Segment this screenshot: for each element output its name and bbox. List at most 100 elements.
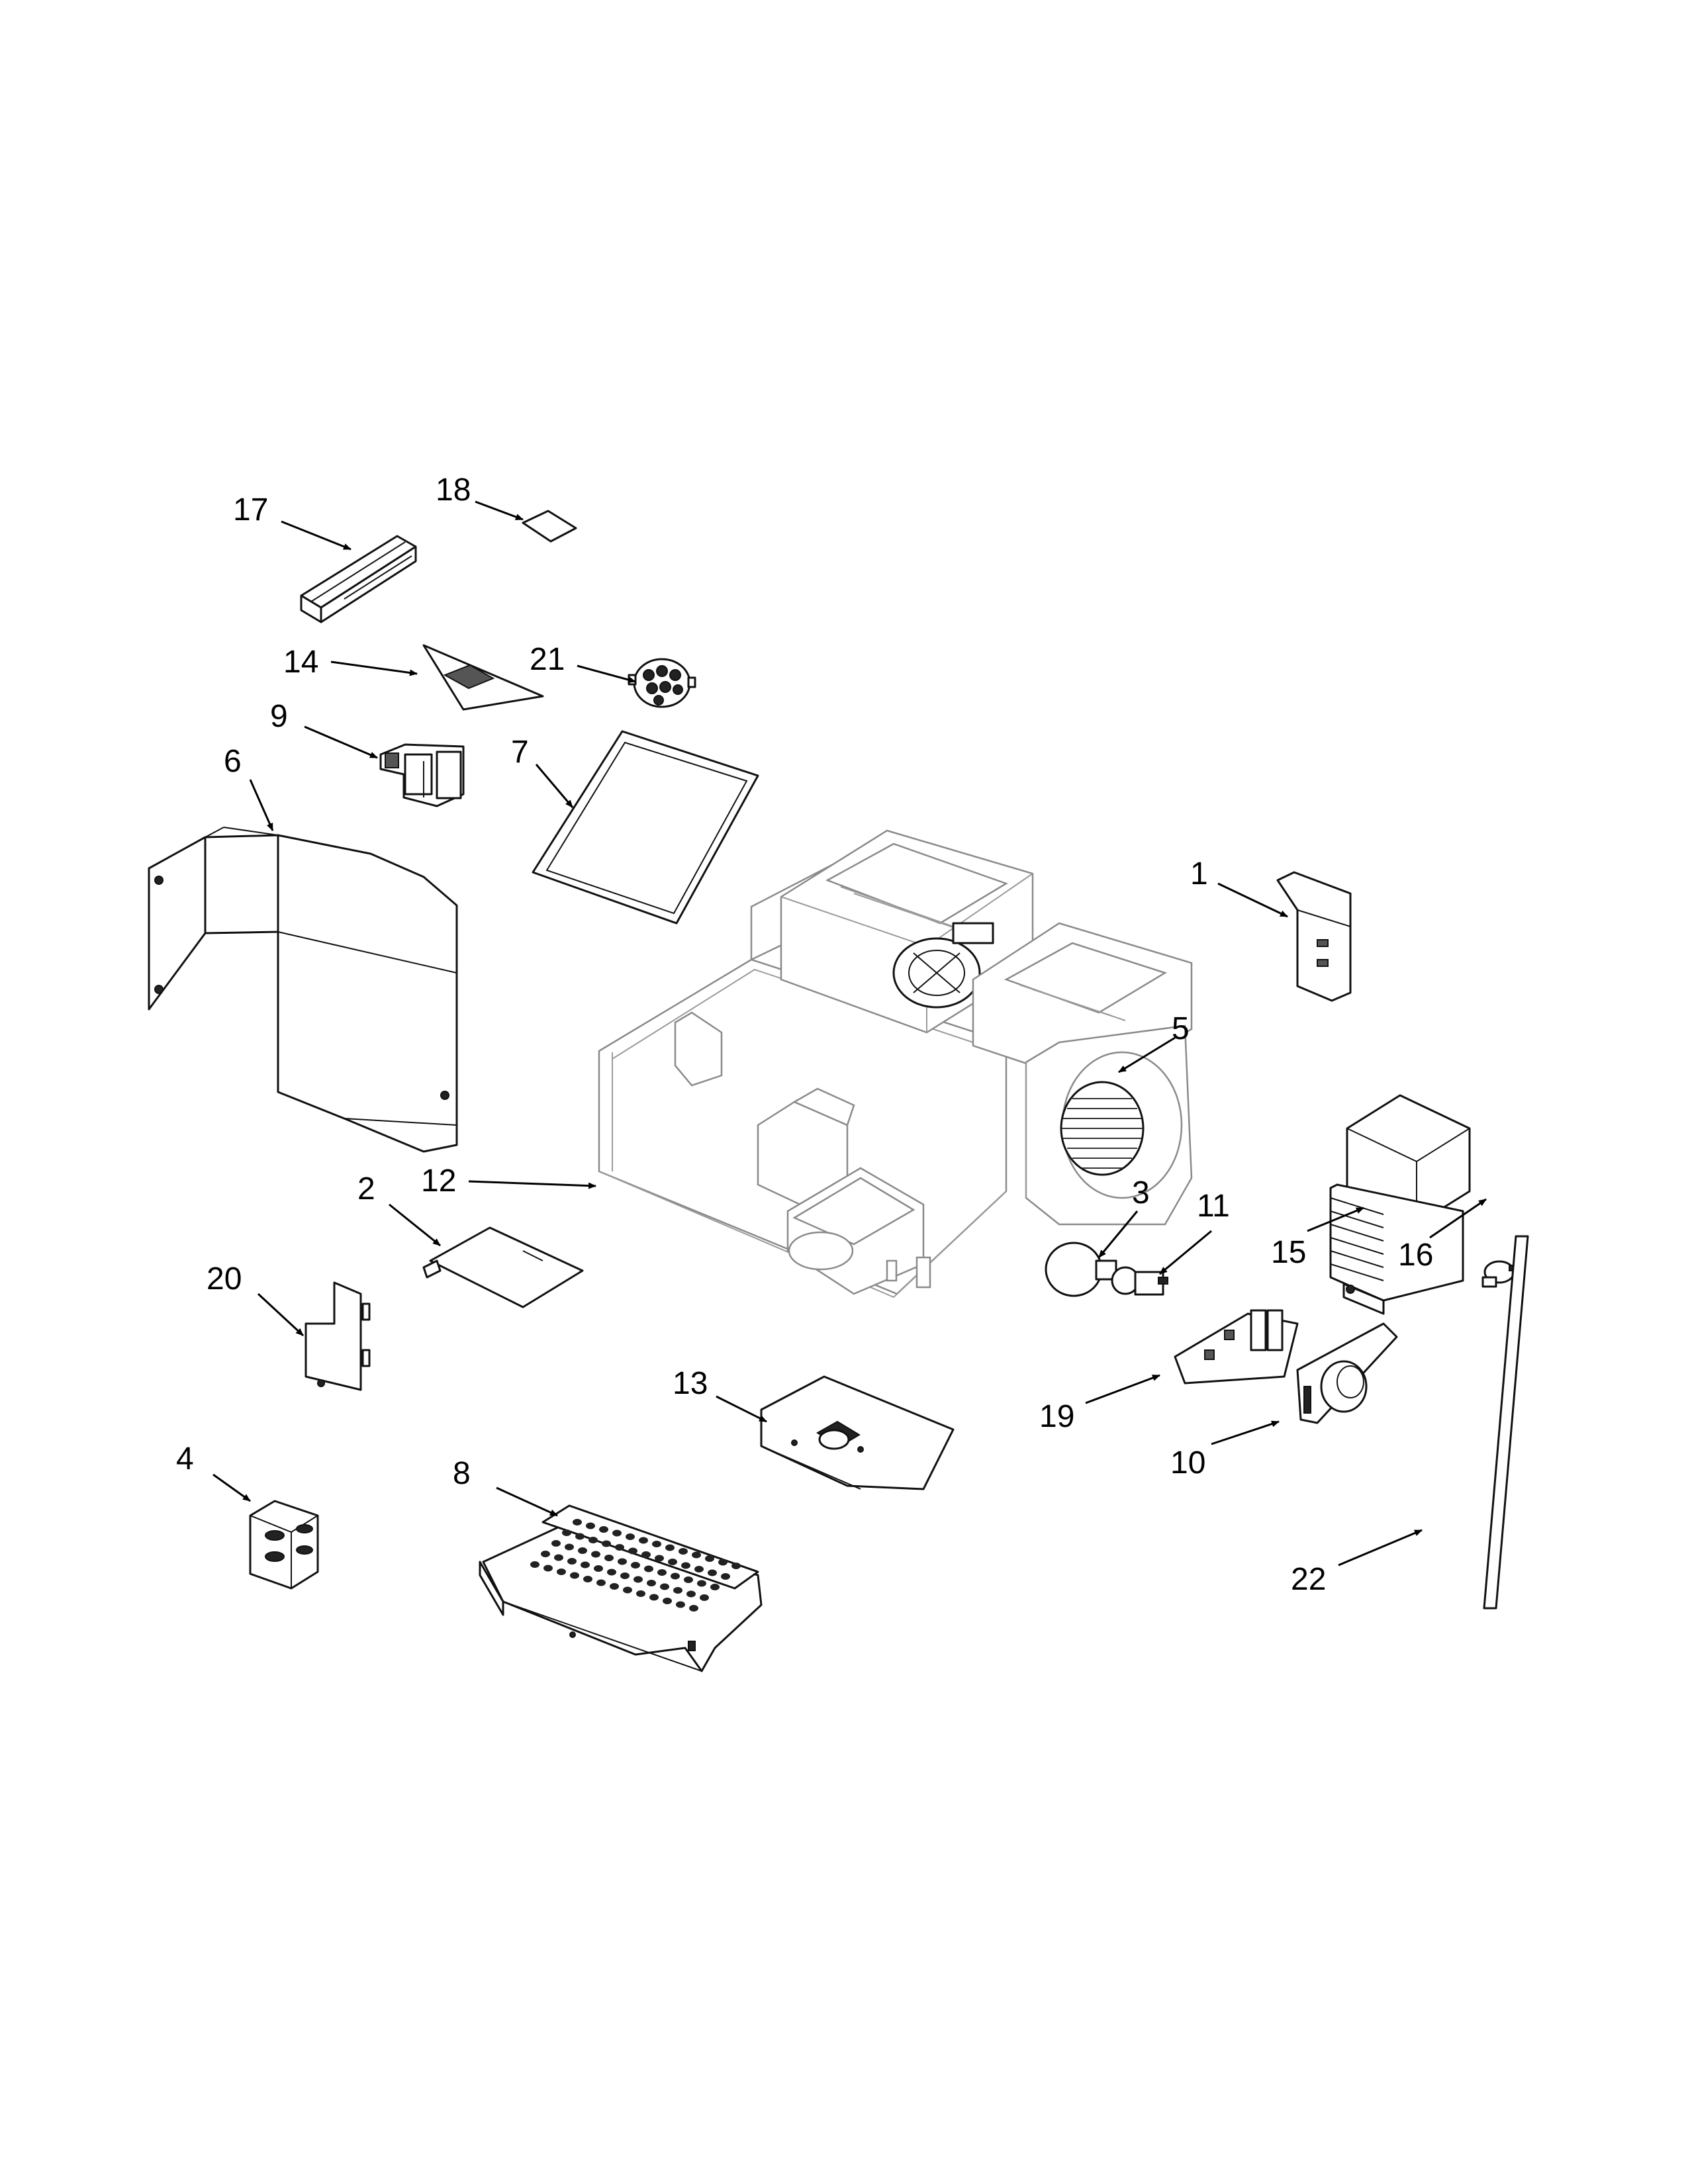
callout-2: 2 [357, 1171, 375, 1206]
grille-hole [615, 1544, 624, 1551]
part-10-fan-plate [1296, 1322, 1398, 1424]
grille-hole [604, 1555, 614, 1561]
grille-hole [596, 1579, 606, 1586]
part-22-rod [1483, 1235, 1529, 1610]
leader-9 [304, 725, 378, 759]
callout-leaders [212, 500, 1487, 1567]
grille-hole [562, 1529, 571, 1536]
part-8-vent-grille [479, 1504, 763, 1672]
grille-hole [681, 1562, 690, 1569]
grille-hole [694, 1566, 704, 1572]
grille-hole [626, 1533, 635, 1540]
grille-hole [671, 1572, 680, 1580]
grille-hole [583, 1576, 592, 1582]
grille-hole [676, 1601, 685, 1608]
grille-hole [602, 1540, 611, 1547]
leader-18 [475, 500, 524, 521]
callout-6: 6 [224, 744, 242, 779]
grille-hole [663, 1598, 672, 1604]
leader-21 [577, 664, 636, 683]
leader-11 [1159, 1230, 1212, 1275]
grille-hole [554, 1554, 563, 1561]
grille-hole [655, 1555, 664, 1562]
grille-hole [618, 1558, 627, 1565]
leader-7 [535, 764, 574, 808]
part-8-grille-holes [530, 1519, 741, 1612]
callout-4: 4 [176, 1441, 194, 1477]
grille-hole [689, 1605, 698, 1612]
grille-hole [578, 1547, 587, 1554]
grille-hole [647, 1580, 656, 1586]
part-19-circuit-board [1174, 1309, 1299, 1385]
grille-hole [660, 1583, 669, 1590]
callout-13: 13 [673, 1366, 708, 1401]
grille-hole [708, 1569, 717, 1576]
grille-hole [710, 1584, 720, 1590]
part-14-panel [422, 644, 544, 711]
part-9-bracket [379, 743, 465, 807]
part-17-shroud [300, 535, 417, 623]
grille-hole [567, 1558, 577, 1565]
callout-18: 18 [436, 473, 471, 508]
callout-16: 16 [1398, 1238, 1433, 1273]
grille-hole [565, 1543, 574, 1551]
grille-hole [628, 1547, 637, 1555]
grille-hole [665, 1544, 675, 1551]
part-7-filter-frame [532, 730, 759, 925]
grille-hole [652, 1541, 661, 1547]
grille-hole [644, 1565, 653, 1572]
grille-hole [700, 1594, 709, 1601]
leader-19 [1085, 1374, 1160, 1404]
leader-20 [257, 1293, 305, 1337]
grille-hole [557, 1569, 566, 1575]
callout-8: 8 [453, 1456, 471, 1491]
callout-5: 5 [1172, 1011, 1190, 1046]
callout-15: 15 [1271, 1235, 1306, 1270]
grille-hole [705, 1555, 714, 1562]
part-13-bottom-plate [760, 1375, 955, 1490]
part-20-plate [305, 1281, 371, 1391]
grille-hole [581, 1561, 590, 1569]
leader-10 [1211, 1420, 1280, 1445]
grille-hole [594, 1565, 603, 1572]
grille-hole [599, 1526, 608, 1533]
leader-13 [716, 1395, 767, 1423]
callout-11: 11 [1197, 1189, 1230, 1224]
grille-hole [586, 1522, 595, 1529]
grille-hole [623, 1586, 632, 1594]
grille-hole [591, 1551, 600, 1558]
callout-21: 21 [530, 642, 565, 677]
grille-hole [679, 1548, 688, 1555]
grille-hole [673, 1587, 682, 1594]
leader-15 [1307, 1206, 1364, 1232]
leader-2 [389, 1203, 441, 1247]
grille-hole [636, 1590, 645, 1597]
part-21-grease-filter [628, 658, 696, 708]
part-2-cover-plate [422, 1226, 584, 1308]
grille-hole [588, 1537, 598, 1543]
callout-1: 1 [1190, 856, 1208, 891]
leader-12 [468, 1180, 596, 1189]
leader-16 [1429, 1198, 1487, 1239]
grille-hole [607, 1569, 616, 1576]
callout-17: 17 [233, 492, 268, 527]
leader-8 [496, 1486, 558, 1517]
grille-hole [551, 1540, 561, 1547]
grille-hole [639, 1537, 648, 1544]
leader-22 [1338, 1529, 1423, 1567]
leader-17 [281, 520, 352, 551]
grille-hole [686, 1590, 696, 1598]
grille-hole [633, 1576, 643, 1583]
grille-hole [612, 1529, 622, 1537]
grille-hole [543, 1565, 553, 1572]
callout-14: 14 [283, 645, 318, 680]
callout-3: 3 [1132, 1175, 1150, 1210]
part-5-blower-wheel [1060, 1081, 1145, 1176]
callout-20: 20 [207, 1261, 242, 1297]
leader-4 [212, 1473, 251, 1502]
grille-hole [573, 1519, 582, 1525]
grille-hole [530, 1561, 539, 1568]
part-3-lamp [1045, 1242, 1117, 1297]
grille-hole [731, 1563, 741, 1569]
grille-hole [631, 1562, 640, 1569]
